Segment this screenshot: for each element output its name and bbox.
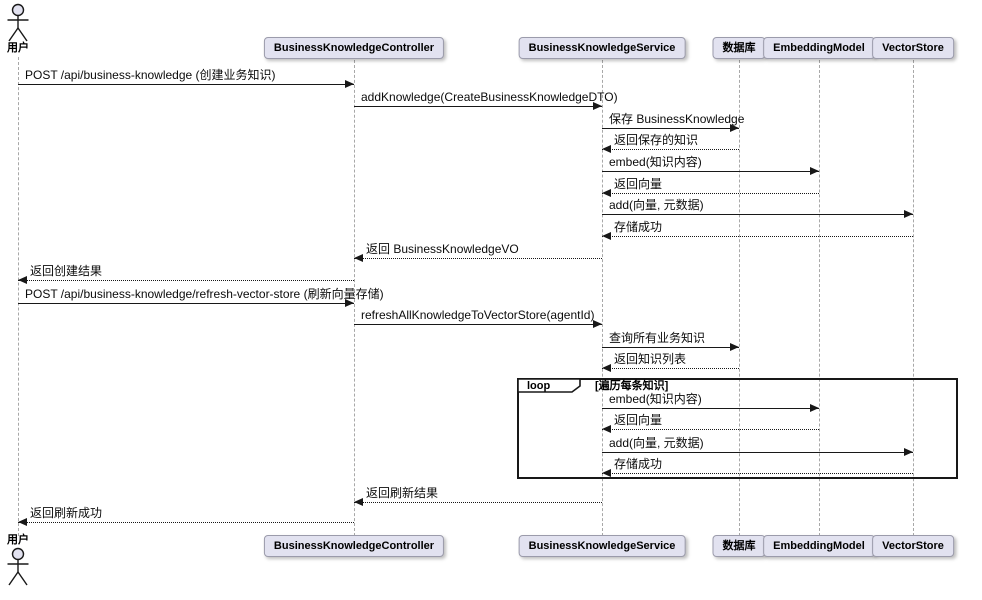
participant-box-service-top: BusinessKnowledgeService	[518, 37, 686, 59]
arrowhead-icon	[602, 145, 611, 153]
message-label-20: 返回刷新成功	[30, 506, 103, 520]
message-line-16	[602, 429, 819, 430]
message-label-1: POST /api/business-knowledge (创建业务知识)	[25, 68, 276, 82]
participant-box-vector-bottom: VectorStore	[872, 535, 954, 557]
arrowhead-icon	[904, 448, 913, 456]
actor-figure	[5, 547, 31, 592]
message-label-2: addKnowledge(CreateBusinessKnowledgeDTO)	[361, 90, 618, 104]
participant-box-embedding-top: EmbeddingModel	[763, 37, 875, 59]
lifeline-user	[18, 57, 19, 536]
actor-label-user-bottom: 用户	[7, 534, 29, 546]
participant-box-controller-top: BusinessKnowledgeController	[263, 37, 445, 59]
person-icon	[7, 547, 29, 586]
arrowhead-icon	[593, 320, 602, 328]
person-icon	[7, 3, 29, 42]
arrowhead-icon	[18, 518, 27, 526]
lifeline-controller	[354, 60, 355, 536]
arrowhead-icon	[593, 102, 602, 110]
message-line-9	[354, 258, 602, 259]
lifeline-embedding	[819, 60, 820, 536]
message-label-10: 返回创建结果	[30, 264, 103, 278]
message-line-11	[18, 303, 354, 304]
participant-box-vector-top: VectorStore	[872, 37, 954, 59]
message-label-15: embed(知识内容)	[609, 392, 702, 406]
participant-box-controller-bottom: BusinessKnowledgeController	[263, 535, 445, 557]
arrowhead-icon	[730, 124, 739, 132]
message-line-17	[602, 452, 913, 453]
arrowhead-icon	[810, 167, 819, 175]
message-line-5	[602, 171, 819, 172]
message-label-19: 返回刷新结果	[366, 486, 439, 500]
message-label-16: 返回向量	[614, 413, 663, 427]
arrowhead-icon	[730, 343, 739, 351]
message-label-3: 保存 BusinessKnowledge	[609, 112, 745, 126]
message-label-18: 存储成功	[614, 457, 663, 471]
message-line-18	[602, 473, 913, 474]
message-line-15	[602, 408, 819, 409]
participant-box-db-bottom: 数据库	[712, 535, 766, 557]
message-label-13: 查询所有业务知识	[609, 331, 706, 345]
message-line-6	[602, 193, 819, 194]
message-label-6: 返回向量	[614, 177, 663, 191]
message-label-9: 返回 BusinessKnowledgeVO	[366, 242, 519, 256]
loop-frame	[517, 378, 958, 479]
participant-box-db-top: 数据库	[712, 37, 766, 59]
arrowhead-icon	[345, 299, 354, 307]
actor-figure	[5, 3, 31, 48]
message-line-19	[354, 502, 602, 503]
arrowhead-icon	[810, 404, 819, 412]
loop-guard-label: [遍历每条知识]	[595, 380, 669, 392]
arrowhead-icon	[602, 189, 611, 197]
participant-box-service-bottom: BusinessKnowledgeService	[518, 535, 686, 557]
loop-header	[517, 378, 582, 399]
loop-header-pentagon	[517, 378, 581, 393]
arrowhead-icon	[345, 80, 354, 88]
arrowhead-icon	[602, 425, 611, 433]
actor-label-user-top: 用户	[7, 42, 29, 54]
lifeline-db	[739, 60, 740, 536]
message-label-12: refreshAllKnowledgeToVectorStore(agentId…	[361, 308, 595, 322]
message-line-2	[354, 106, 602, 107]
message-label-11: POST /api/business-knowledge/refresh-vec…	[25, 287, 384, 301]
message-line-3	[602, 128, 739, 129]
message-label-7: add(向量, 元数据)	[609, 198, 704, 212]
message-line-13	[602, 347, 739, 348]
message-line-1	[18, 84, 354, 85]
arrowhead-icon	[354, 498, 363, 506]
message-line-10	[18, 280, 354, 281]
lifeline-vector	[913, 60, 914, 536]
message-line-14	[602, 368, 739, 369]
arrowhead-icon	[354, 254, 363, 262]
lifeline-service	[602, 60, 603, 536]
arrowhead-icon	[904, 210, 913, 218]
arrowhead-icon	[18, 276, 27, 284]
message-label-14: 返回知识列表	[614, 352, 687, 366]
message-line-20	[18, 522, 354, 523]
message-line-12	[354, 324, 602, 325]
participant-box-embedding-bottom: EmbeddingModel	[763, 535, 875, 557]
arrowhead-icon	[602, 364, 611, 372]
message-line-8	[602, 236, 913, 237]
message-line-4	[602, 149, 739, 150]
message-label-17: add(向量, 元数据)	[609, 436, 704, 450]
loop-keyword-label: loop	[527, 380, 551, 392]
arrowhead-icon	[602, 469, 611, 477]
message-label-4: 返回保存的知识	[614, 133, 699, 147]
arrowhead-icon	[602, 232, 611, 240]
message-label-5: embed(知识内容)	[609, 155, 702, 169]
message-label-8: 存储成功	[614, 220, 663, 234]
message-line-7	[602, 214, 913, 215]
